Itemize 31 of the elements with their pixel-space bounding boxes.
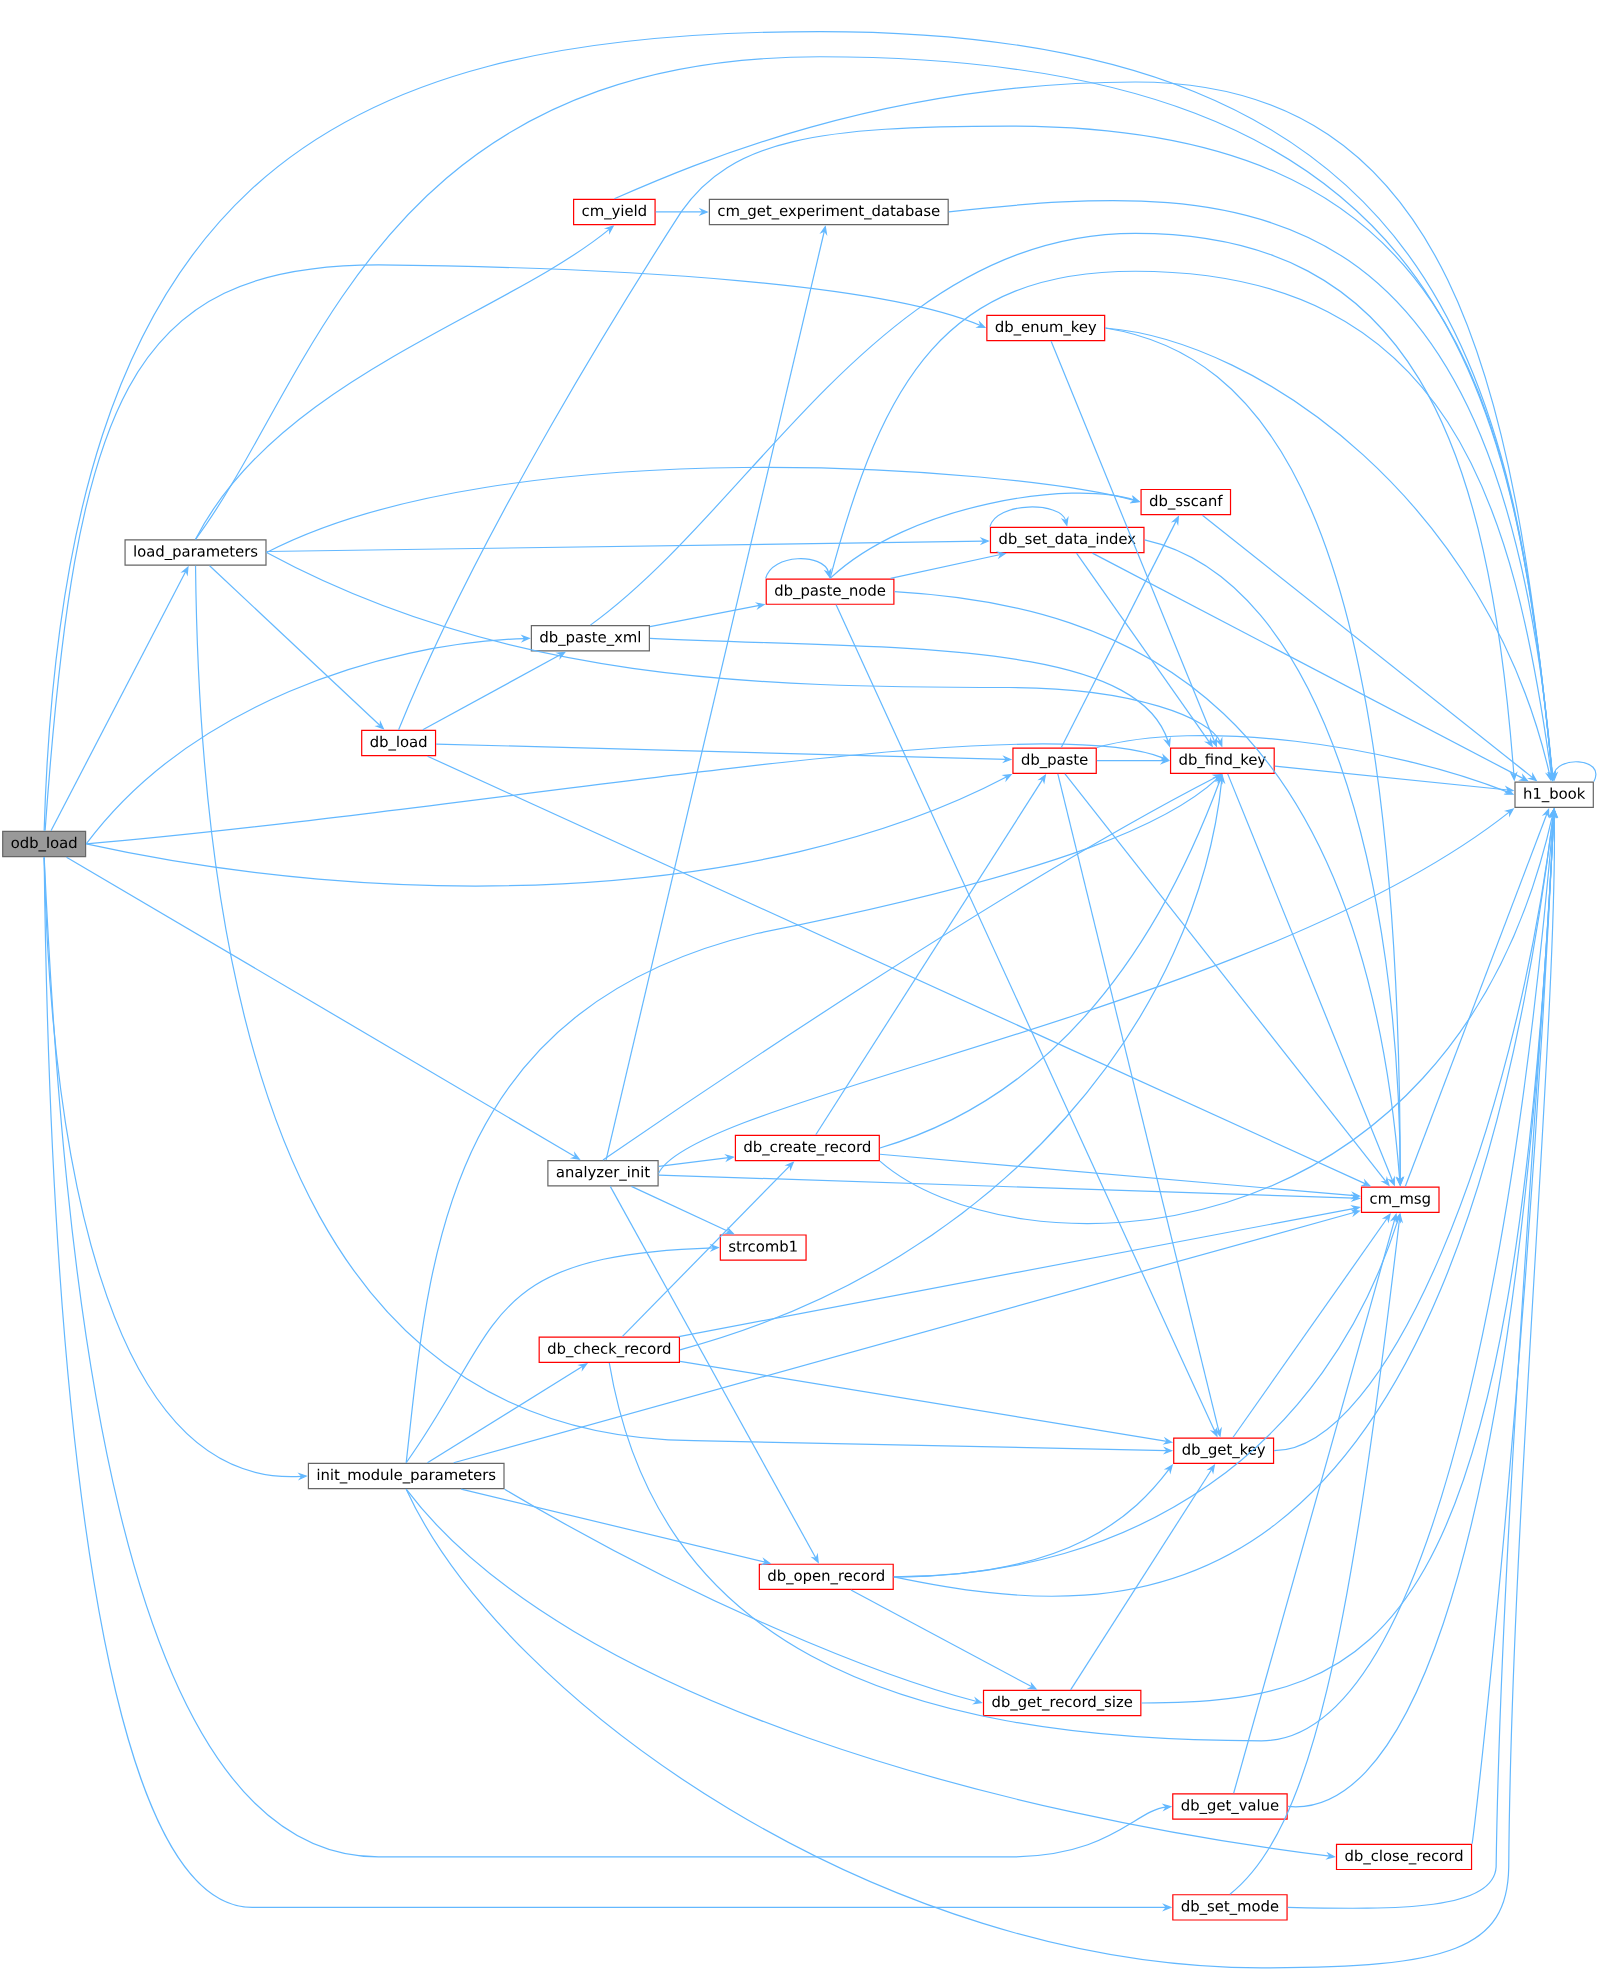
- function-box: strcomb1: [719, 1234, 807, 1261]
- function-box: db_find_key: [1170, 747, 1275, 774]
- function-box: db_paste_node: [765, 578, 895, 605]
- function-box: db_get_value: [1172, 1793, 1288, 1820]
- function-box: cm_msg: [1361, 1186, 1440, 1213]
- function-box: db_set_mode: [1172, 1894, 1288, 1921]
- function-box: db_close_record: [1336, 1843, 1473, 1871]
- arrow: [621, 1161, 795, 1338]
- arrow: [765, 558, 832, 580]
- function-box: init_module_parameters: [308, 1462, 505, 1490]
- function-box: db_enum_key: [986, 314, 1106, 342]
- function-box: h1_book: [1514, 781, 1595, 808]
- function-box: load_parameters: [124, 539, 267, 566]
- function-box: db_open_record: [758, 1563, 894, 1591]
- function-box: cm_yield: [573, 198, 656, 226]
- arrow: [209, 565, 385, 730]
- function-box: db_paste: [1012, 747, 1098, 774]
- function-box: analyzer_init: [547, 1160, 659, 1187]
- function-box: db_paste_xml: [531, 625, 651, 652]
- function-box: db_load: [361, 729, 437, 757]
- function-box: cm_get_experiment_database: [709, 198, 949, 226]
- function-box: db_get_record_size: [983, 1689, 1142, 1717]
- arrow: [989, 506, 1069, 528]
- arrow: [631, 1185, 735, 1235]
- function-box: db_set_data_index: [990, 526, 1145, 554]
- function-box: db_check_record: [538, 1336, 681, 1363]
- arrow: [1202, 514, 1538, 782]
- function-box: odb_load: [2, 830, 87, 858]
- function-box: db_sscanf: [1140, 488, 1232, 516]
- function-box: db_get_key: [1173, 1437, 1275, 1464]
- function-box: db_create_record: [735, 1134, 881, 1162]
